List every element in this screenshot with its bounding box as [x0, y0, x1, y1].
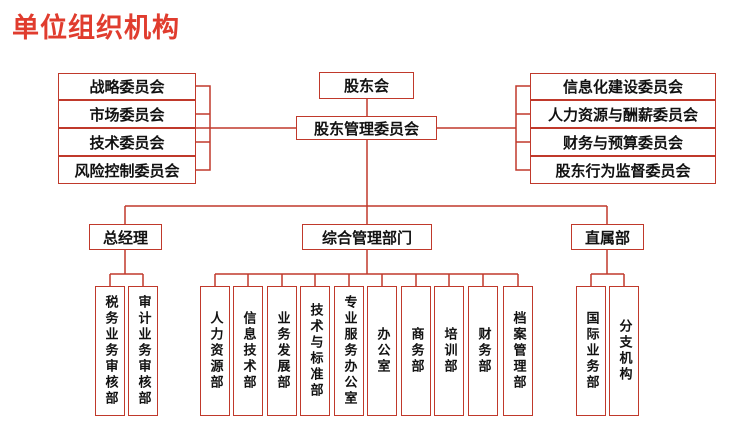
committee-risk-control: 风险控制委员会: [58, 156, 196, 184]
dept-business-dev: 业务发展部: [267, 286, 297, 416]
dept-tax-audit: 税务业务审核部: [95, 286, 125, 416]
dept-tech-standards: 技术与标准部: [300, 286, 330, 416]
dept-training: 培训部: [434, 286, 464, 416]
branch-admin: 综合管理部门: [302, 224, 432, 250]
dept-archives: 档案管理部: [503, 286, 533, 416]
committee-finance-budget: 财务与预算委员会: [530, 128, 716, 156]
dept-hr: 人力资源部: [200, 286, 230, 416]
branch-general-manager: 总经理: [89, 224, 162, 250]
committee-informatization: 信息化建设委员会: [530, 73, 716, 100]
branch-direct: 直属部: [571, 224, 644, 250]
dept-finance: 财务部: [468, 286, 498, 416]
shareholder-mgmt-box: 股东管理委员会: [296, 116, 437, 140]
page-title: 单位组织机构: [12, 13, 180, 44]
dept-audit-review: 审计业务审核部: [128, 286, 158, 416]
dept-international: 国际业务部: [576, 286, 606, 416]
committee-shareholder-supervision: 股东行为监督委员会: [530, 156, 716, 184]
dept-professional-services: 专业服务办公室: [334, 286, 364, 416]
dept-commerce: 商务部: [401, 286, 431, 416]
committee-hr-compensation: 人力资源与酬薪委员会: [530, 100, 716, 128]
shareholders-box: 股东会: [319, 72, 414, 99]
dept-office: 办公室: [367, 286, 397, 416]
committee-technology: 技术委员会: [58, 128, 196, 156]
dept-it: 信息技术部: [233, 286, 263, 416]
committee-market: 市场委员会: [58, 100, 196, 128]
dept-branches: 分支机构: [609, 286, 639, 416]
committee-strategy: 战略委员会: [58, 73, 196, 100]
